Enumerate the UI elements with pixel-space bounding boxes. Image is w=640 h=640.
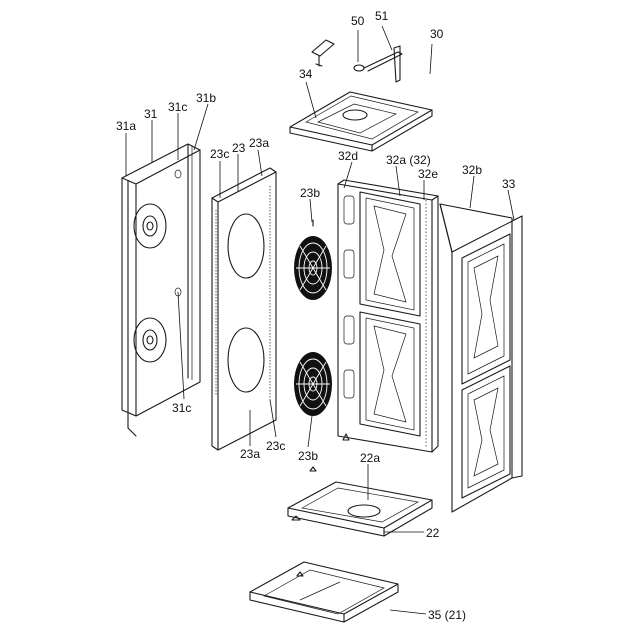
label-32b: 32b <box>462 163 482 177</box>
label-23a-top: 23a <box>249 136 269 150</box>
coil-panel-32 <box>338 180 438 452</box>
label-31a: 31a <box>116 119 136 133</box>
label-32d: 32d <box>338 149 358 163</box>
right-panel-33 <box>440 204 522 512</box>
handle-parts-50-51 <box>312 40 402 82</box>
side-panel-31 <box>122 144 200 436</box>
reference-labels: 50 51 30 34 31a 31 31c 31b 23c 23 23a 32… <box>116 9 516 622</box>
label-33: 33 <box>502 177 516 191</box>
label-51: 51 <box>375 9 389 23</box>
fan-panel-23 <box>212 168 276 450</box>
label-23c-top: 23c <box>210 147 229 161</box>
label-35: 35 (21) <box>428 608 466 622</box>
label-22a: 22a <box>360 451 380 465</box>
label-31c-bottom: 31c <box>172 401 191 415</box>
label-34: 34 <box>299 67 313 81</box>
label-30: 30 <box>430 27 444 41</box>
label-23a-bottom: 23a <box>240 447 260 461</box>
label-23: 23 <box>232 141 246 155</box>
label-23b-top: 23b <box>300 186 320 200</box>
label-50: 50 <box>351 14 365 28</box>
label-31b: 31b <box>196 91 216 105</box>
bottom-tray-22 <box>288 482 432 536</box>
label-31: 31 <box>144 107 158 121</box>
label-23c-bottom: 23c <box>266 439 285 453</box>
label-31c-top: 31c <box>168 100 187 114</box>
label-32e: 32e <box>418 167 438 181</box>
label-22: 22 <box>426 526 440 540</box>
label-23b-bottom: 23b <box>298 449 318 463</box>
label-32a: 32a (32) <box>386 153 431 167</box>
fan-23b-upper <box>294 220 332 300</box>
base-35 <box>250 562 398 622</box>
